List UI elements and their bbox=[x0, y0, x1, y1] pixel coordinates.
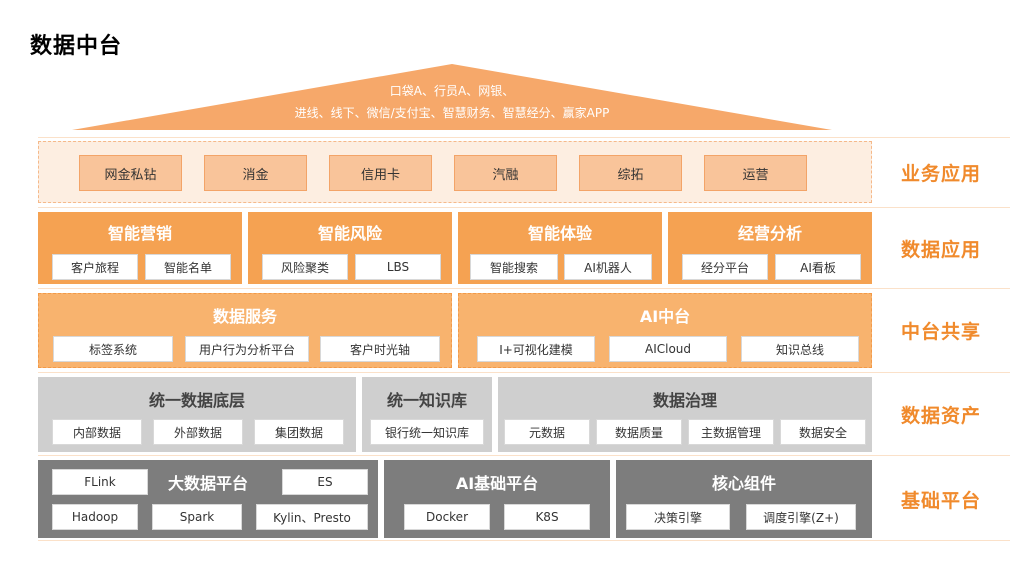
divider bbox=[38, 455, 1010, 456]
panel-big-data-platform: 大数据平台 FLink ES Hadoop Spark Kylin、Presto bbox=[38, 460, 378, 538]
chip: 调度引擎(Z+) bbox=[746, 504, 856, 530]
roof-shape bbox=[72, 64, 832, 130]
chip: 数据质量 bbox=[596, 419, 682, 445]
chip: AI看板 bbox=[775, 254, 861, 280]
panel-title: 智能营销 bbox=[107, 224, 172, 243]
chip: Kylin、Presto bbox=[256, 504, 368, 530]
panel-title: 数据服务 bbox=[212, 307, 277, 326]
chip: 元数据 bbox=[504, 419, 590, 445]
chip: 标签系统 bbox=[53, 336, 173, 362]
panel-core-components: 核心组件 决策引擎 调度引擎(Z+) bbox=[616, 460, 872, 538]
panel-unified-data-layer: 统一数据底层 内部数据 外部数据 集团数据 bbox=[38, 377, 356, 452]
layer-label-data-app: 数据应用 bbox=[900, 238, 981, 261]
panel-ai-middle: AI中台 I+可视化建模 AICloud 知识总线 bbox=[458, 293, 872, 368]
panel-smart-experience: 智能体验 智能搜索 AI机器人 bbox=[458, 212, 662, 284]
layer-label-business: 业务应用 bbox=[900, 162, 981, 185]
chip: 经分平台 bbox=[682, 254, 768, 280]
chip: 内部数据 bbox=[52, 419, 142, 445]
chip: ES bbox=[282, 469, 368, 495]
divider bbox=[38, 372, 1010, 373]
panel-title: AI基础平台 bbox=[455, 474, 539, 493]
panel-data-governance: 数据治理 元数据 数据质量 主数据管理 数据安全 bbox=[498, 377, 872, 452]
panel-business-analysis: 经营分析 经分平台 AI看板 bbox=[668, 212, 872, 284]
chip: 用户行为分析平台 bbox=[185, 336, 309, 362]
chip: 智能名单 bbox=[145, 254, 231, 280]
divider bbox=[38, 288, 1010, 289]
chip: 数据安全 bbox=[780, 419, 866, 445]
chip: 银行统一知识库 bbox=[370, 419, 484, 445]
panel-title: 智能风险 bbox=[317, 224, 382, 243]
chip: LBS bbox=[355, 254, 441, 280]
divider bbox=[38, 137, 1010, 138]
layer-label-assets: 数据资产 bbox=[900, 405, 981, 427]
chip: 智能搜索 bbox=[470, 254, 558, 280]
chip: AICloud bbox=[609, 336, 727, 362]
channel-roof: 口袋A、行员A、网银、 进线、线下、微信/支付宝、智慧财务、智慧经分、赢家APP bbox=[72, 62, 832, 132]
panel-title: 经营分析 bbox=[737, 224, 802, 243]
chip: 集团数据 bbox=[254, 419, 344, 445]
biz-item: 消金 bbox=[204, 155, 307, 191]
panel-ai-base-platform: AI基础平台 Docker K8S bbox=[384, 460, 610, 538]
panel-title: AI中台 bbox=[639, 307, 691, 326]
biz-item: 汽融 bbox=[454, 155, 557, 191]
chip: FLink bbox=[52, 469, 148, 495]
business-app-layer: 网金私钻 消金 信用卡 汽融 综拓 运营 bbox=[38, 141, 872, 203]
roof-line-2: 进线、线下、微信/支付宝、智慧财务、智慧经分、赢家APP bbox=[294, 106, 610, 120]
chip: 风险聚类 bbox=[262, 254, 348, 280]
panel-title: 核心组件 bbox=[711, 474, 776, 493]
panel-title: 统一知识库 bbox=[386, 391, 467, 410]
roof-line-1: 口袋A、行员A、网银、 bbox=[389, 84, 515, 98]
panel-smart-marketing: 智能营销 客户旅程 智能名单 bbox=[38, 212, 242, 284]
divider bbox=[38, 207, 1010, 208]
chip: 客户时光轴 bbox=[320, 336, 440, 362]
layer-label-base: 基础平台 bbox=[900, 489, 981, 512]
chip: K8S bbox=[504, 504, 590, 530]
chip: AI机器人 bbox=[564, 254, 652, 280]
chip: 外部数据 bbox=[153, 419, 243, 445]
panel-knowledge-base: 统一知识库 银行统一知识库 bbox=[362, 377, 492, 452]
chip: 客户旅程 bbox=[52, 254, 138, 280]
chip: Docker bbox=[404, 504, 490, 530]
biz-item: 运营 bbox=[704, 155, 807, 191]
panel-title: 智能体验 bbox=[527, 224, 592, 243]
panel-title: 大数据平台 bbox=[167, 474, 248, 493]
panel-smart-risk: 智能风险 风险聚类 LBS bbox=[248, 212, 452, 284]
chip: 主数据管理 bbox=[688, 419, 774, 445]
chip: 决策引擎 bbox=[626, 504, 730, 530]
biz-item: 信用卡 bbox=[329, 155, 432, 191]
panel-title: 数据治理 bbox=[652, 391, 717, 410]
panel-data-service: 数据服务 标签系统 用户行为分析平台 客户时光轴 bbox=[38, 293, 452, 368]
chip: Hadoop bbox=[52, 504, 138, 530]
chip: Spark bbox=[152, 504, 242, 530]
layer-label-middle: 中台共享 bbox=[900, 321, 981, 343]
biz-item: 综拓 bbox=[579, 155, 682, 191]
page-title: 数据中台 bbox=[30, 34, 123, 59]
divider bbox=[38, 540, 1010, 541]
panel-title: 统一数据底层 bbox=[148, 391, 245, 410]
chip: 知识总线 bbox=[741, 336, 859, 362]
chip: I+可视化建模 bbox=[477, 336, 595, 362]
biz-item: 网金私钻 bbox=[79, 155, 182, 191]
